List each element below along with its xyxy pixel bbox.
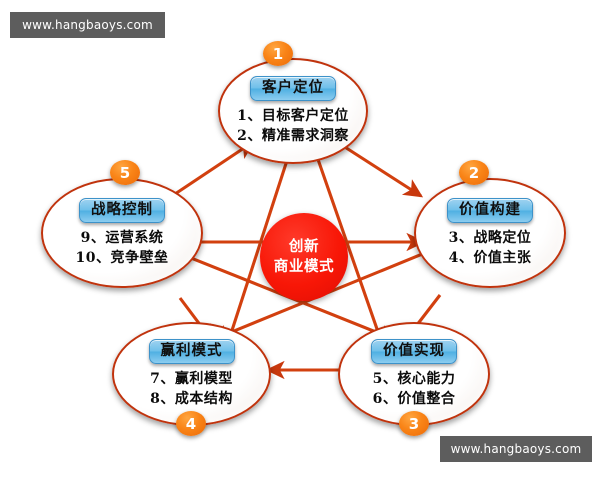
node-5-items: 9、运营系统 10、竞争壁垒: [76, 228, 169, 269]
node-4-title: 赢利模式: [148, 338, 235, 364]
node-strategic-control[interactable]: 战略控制 9、运营系统 10、竞争壁垒: [41, 178, 203, 288]
node-value-construction[interactable]: 价值构建 3、战略定位 4、价值主张: [414, 178, 566, 288]
node-1-item-2: 2、精准需求洞察: [237, 128, 349, 145]
node-2-items: 3、战略定位 4、价值主张: [449, 228, 532, 269]
node-3-items: 5、核心能力 6、价值整合: [373, 369, 456, 410]
node-1-items: 1、目标客户定位 2、精准需求洞察: [237, 106, 349, 147]
node-4-item-2: 8、成本结构: [150, 391, 233, 408]
center-hub: 创新 商业模式: [260, 213, 348, 301]
node-5-item-1: 9、运营系统: [80, 229, 164, 246]
node-1-title: 客户定位: [250, 75, 336, 101]
node-customer-positioning[interactable]: 客户定位 1、目标客户定位 2、精准需求洞察: [218, 58, 368, 164]
node-3-item-1: 5、核心能力: [372, 370, 456, 387]
node-5-title: 战略控制: [79, 197, 165, 223]
node-profit-model[interactable]: 赢利模式 7、赢利模型 8、成本结构: [112, 322, 271, 426]
node-1-item-1: 1、目标客户定位: [237, 107, 349, 124]
node-4-items: 7、赢利模型 8、成本结构: [150, 369, 233, 410]
node-3-item-2: 6、价值整合: [372, 391, 456, 408]
node-2-item-1: 3、战略定位: [448, 229, 532, 246]
node-5-item-2: 10、竞争壁垒: [75, 250, 169, 267]
badge-3: 3: [399, 411, 429, 436]
watermark-top: www.hangbaoys.com: [10, 12, 165, 38]
hub-line-2: 商业模式: [273, 259, 335, 275]
node-3-title: 价值实现: [371, 338, 457, 364]
badge-2: 2: [459, 160, 489, 185]
badge-5: 5: [110, 160, 140, 185]
badge-4: 4: [176, 411, 206, 436]
hub-line-1: 创新: [288, 239, 320, 255]
node-4-item-1: 7、赢利模型: [150, 370, 233, 387]
watermark-bottom: www.hangbaoys.com: [440, 436, 592, 462]
node-2-title: 价值构建: [447, 197, 533, 223]
node-2-item-2: 4、价值主张: [448, 250, 532, 267]
badge-1: 1: [263, 41, 293, 66]
